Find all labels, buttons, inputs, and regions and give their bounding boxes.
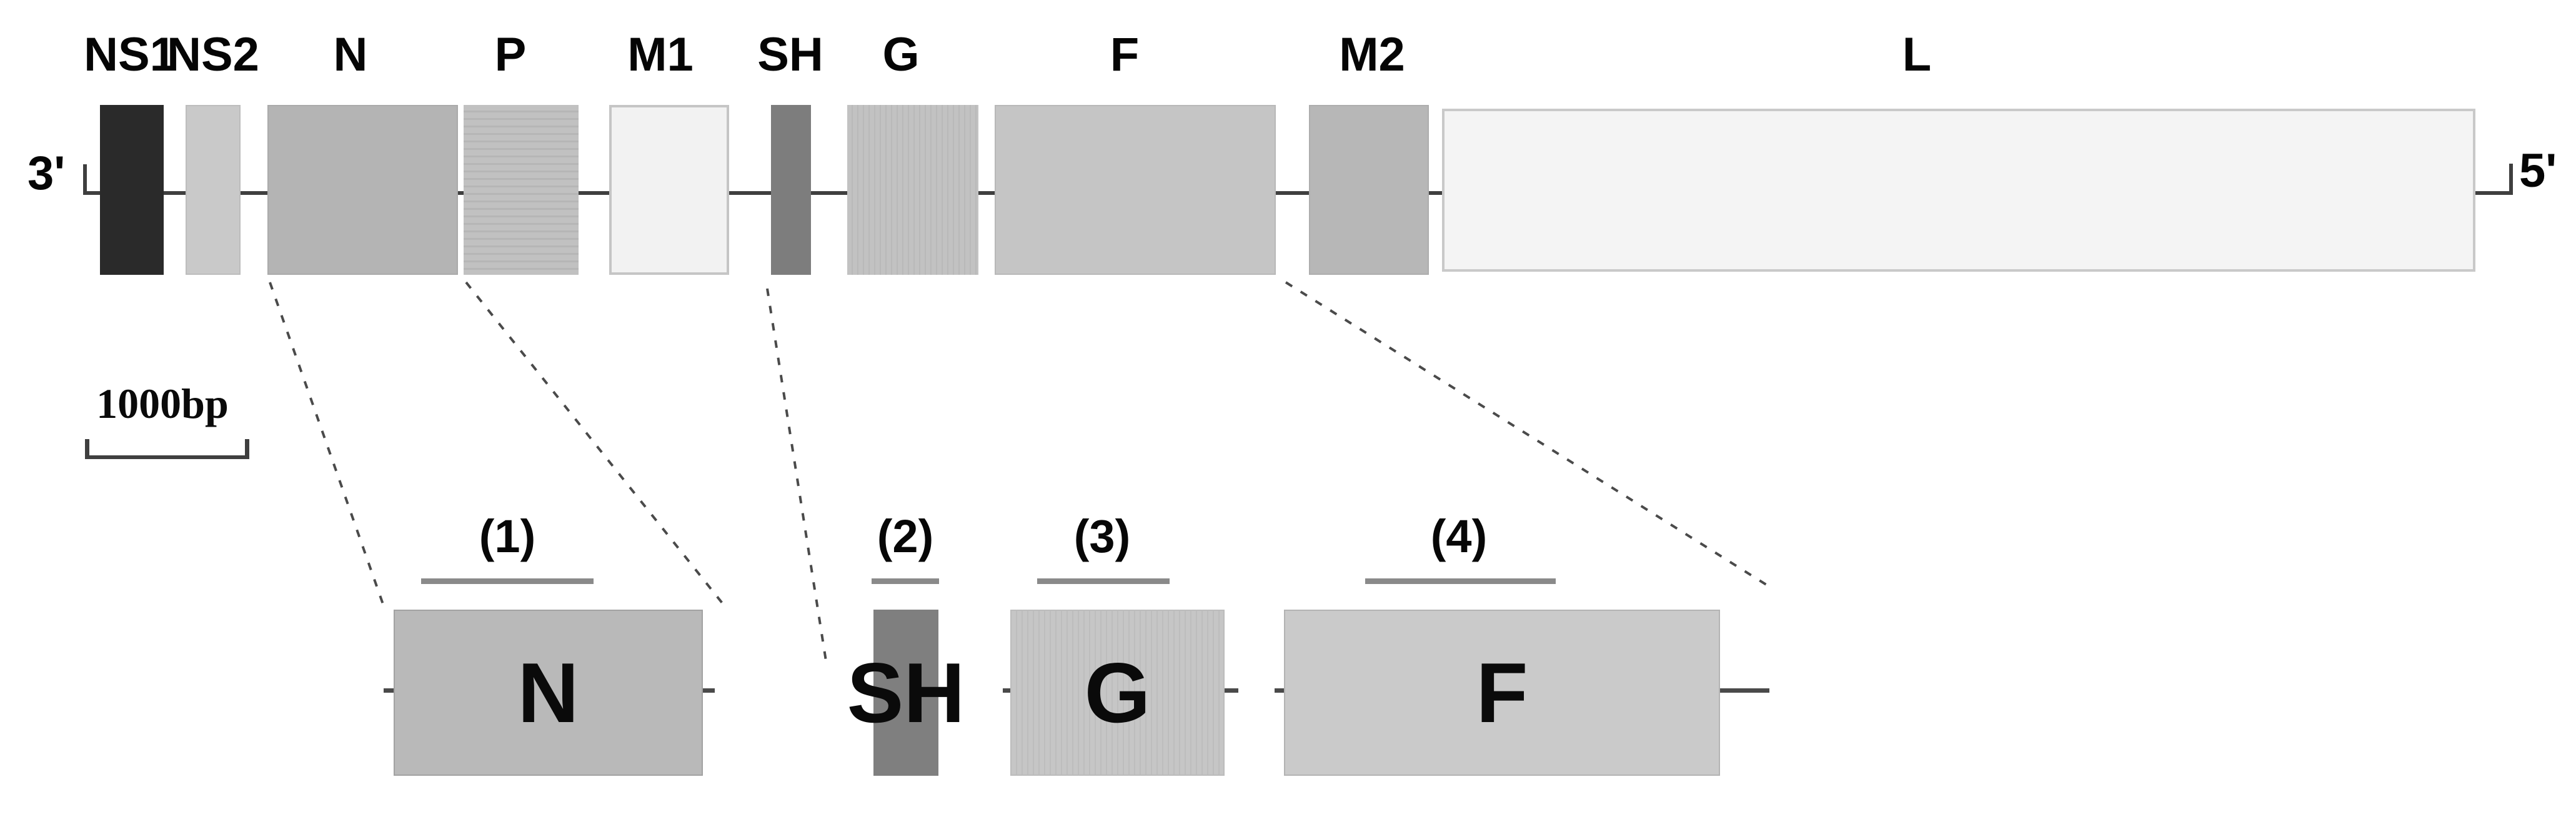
enlarged-gene-box-N: N <box>394 610 703 776</box>
enlarged-gene-underline-G <box>1037 578 1170 584</box>
enlarged-gene-tick-N-1 <box>703 688 715 693</box>
enlarged-gene-letter-SH: SH <box>847 645 965 740</box>
five-prime-tick <box>2509 164 2513 195</box>
gene-label-F: F <box>1110 28 1140 81</box>
enlarged-gene-number-F: (4) <box>1430 510 1488 562</box>
enlarged-gene-box-SH: SH <box>847 610 965 776</box>
enlarged-gene-number-G: (3) <box>1073 510 1131 562</box>
enlarged-gene-letter-N: N <box>517 645 579 740</box>
gene-box-N <box>267 105 458 275</box>
five-prime-label: 5' <box>2519 144 2557 197</box>
gene-label-SH: SH <box>757 28 823 81</box>
dashed-line-2 <box>766 288 827 661</box>
enlarged-gene-tick-G-1 <box>1225 688 1238 693</box>
gene-box-M1 <box>609 105 729 275</box>
three-prime-tick <box>83 164 87 195</box>
enlarged-gene-number-SH: (2) <box>877 510 934 562</box>
enlarged-gene-tick-F-0 <box>1275 688 1285 693</box>
gene-box-M2 <box>1309 105 1429 275</box>
gene-box-P <box>464 105 579 275</box>
gene-box-NS1 <box>100 105 164 275</box>
enlarged-gene-tick-N-0 <box>384 688 395 693</box>
gene-box-G <box>847 105 978 275</box>
genome-backbone-line <box>83 191 2512 195</box>
enlarged-gene-underline-N <box>421 578 594 584</box>
enlarged-gene-box-G: G <box>1010 610 1225 776</box>
enlarged-gene-tick-G-0 <box>1003 688 1011 693</box>
gene-label-L: L <box>1902 28 1932 81</box>
enlarged-gene-number-N: (1) <box>479 510 536 562</box>
gene-label-NS1: NS1 <box>84 28 176 81</box>
gene-label-M1: M1 <box>627 28 694 81</box>
three-prime-label: 3' <box>27 147 66 200</box>
dashed-line-3 <box>1285 281 1769 587</box>
gene-box-SH <box>771 105 811 275</box>
gene-label-M2: M2 <box>1339 28 1405 81</box>
gene-label-N: N <box>333 28 368 81</box>
scale-bar-line <box>85 455 249 459</box>
enlarged-gene-letter-G: G <box>1084 645 1151 740</box>
gene-label-G: G <box>882 28 920 81</box>
scale-bar-left-tick <box>85 439 89 459</box>
gene-box-NS2 <box>186 105 241 275</box>
enlarged-gene-underline-SH <box>872 578 939 584</box>
gene-label-P: P <box>494 28 527 81</box>
enlarged-gene-box-F: F <box>1284 610 1720 776</box>
enlarged-gene-underline-F <box>1365 578 1556 584</box>
enlarged-gene-tick-F-1 <box>1720 688 1769 693</box>
gene-label-NS2: NS2 <box>167 28 259 81</box>
dashed-line-0 <box>269 282 385 607</box>
scale-bar-right-tick <box>245 439 249 459</box>
gene-box-L <box>1442 109 2475 272</box>
enlarged-gene-letter-F: F <box>1476 645 1528 740</box>
scale-bar-label: 1000bp <box>96 380 229 427</box>
gene-box-F <box>995 105 1276 275</box>
